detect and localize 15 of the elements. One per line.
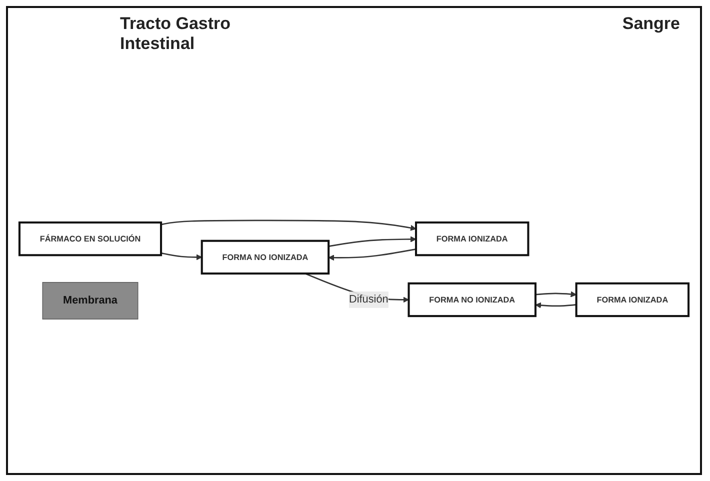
column-heading: Tracto Gastro Intestinal: [120, 14, 232, 54]
arrow: [160, 252, 202, 260]
node-box: FORMA IONIZADA: [575, 282, 690, 318]
arrow: [328, 248, 416, 261]
node-box: FORMA NO IONIZADA: [408, 282, 536, 318]
node-box: FORMA IONIZADA: [415, 222, 530, 256]
arrow: [160, 220, 416, 232]
column-heading: Sangre: [622, 14, 680, 35]
node-box: FORMA NO IONIZADA: [200, 240, 330, 275]
arrow: [328, 236, 416, 248]
node-box: Membrana: [42, 282, 138, 320]
arrow: [535, 291, 577, 298]
node-box: FÁRMACO EN SOLUCIÓN: [18, 222, 162, 256]
edge-label: Difusión: [348, 294, 388, 306]
arrow: [535, 302, 576, 309]
